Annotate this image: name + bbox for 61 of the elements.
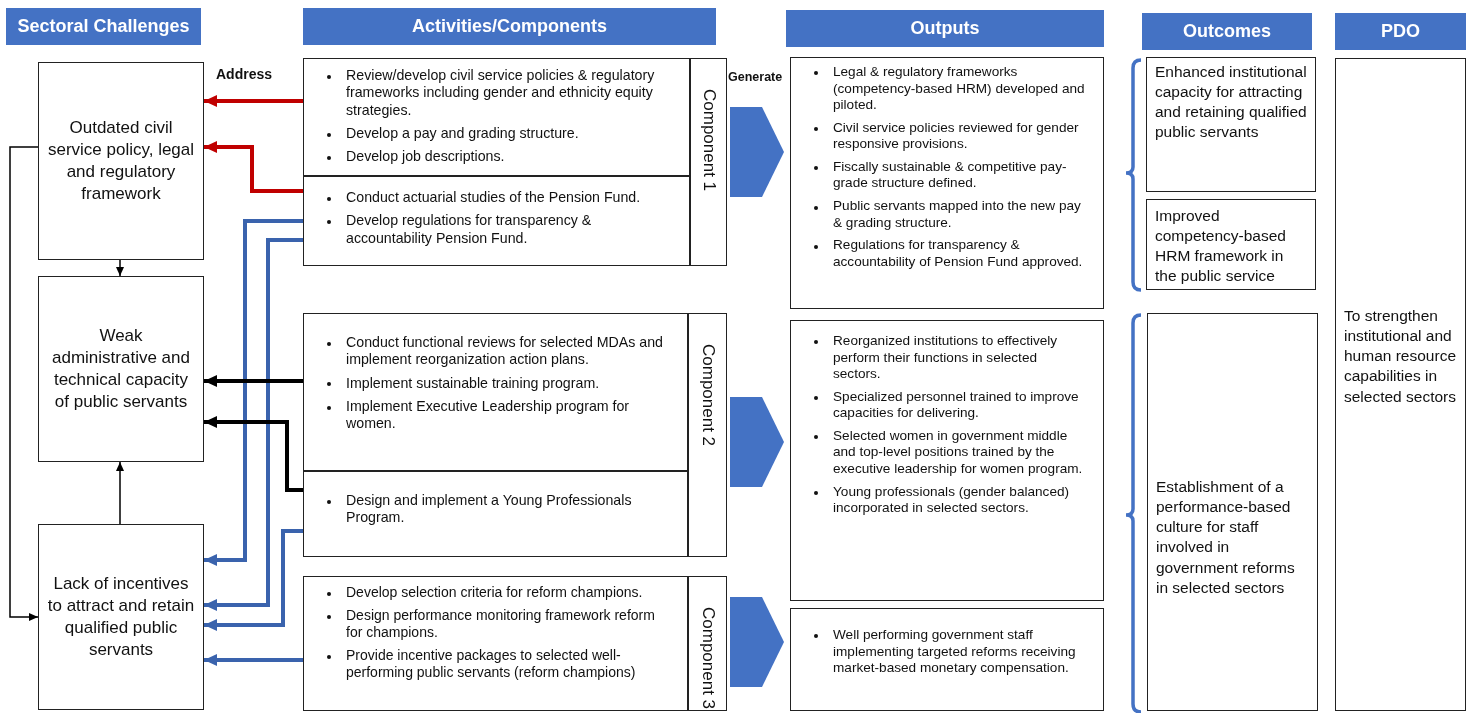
output-box xyxy=(790,608,1104,711)
arrow xyxy=(116,259,124,277)
bullet-item: Conduct functional reviews for selected MDAs and implement reorganization action plans. xyxy=(324,334,671,369)
bullet-item: Fiscally sustainable & competitive pay-grade structure defined. xyxy=(811,158,1087,193)
bullet-item: Design performance monitoring framework reform for champions. xyxy=(324,607,671,642)
block-arrow xyxy=(730,597,784,687)
arrow xyxy=(204,238,303,611)
output-box xyxy=(790,57,1104,309)
arrow xyxy=(204,529,303,631)
arrow xyxy=(204,141,303,193)
column-header: PDO xyxy=(1335,13,1466,50)
bullet-item: Implement sustainable training program. xyxy=(324,374,671,392)
arrow xyxy=(204,95,303,107)
bullet-item: Specialized personnel trained to improve capacities for delivering. xyxy=(811,388,1087,422)
component-label: Component 2 xyxy=(688,313,727,557)
component-label: Component 1 xyxy=(690,58,727,266)
flow-label: Address xyxy=(216,66,273,82)
bullet-item: Well performing government staff implementing targeted reforms receiving market-based monetary compensation. xyxy=(811,627,1087,677)
column-header: Sectoral Challenges xyxy=(6,8,201,45)
column-header: Outputs xyxy=(786,10,1104,47)
challenge-box: Outdated civil service policy, legal and regulatory framework xyxy=(38,62,204,260)
bullet-item: Regulations for transparency & accountability of Pension Fund approved. xyxy=(811,237,1087,271)
bullet-item: Review/develop civil service policies & regulatory frameworks including gender and ethnicity equity strategies. xyxy=(324,67,673,119)
bullet-item: Provide incentive packages to selected well-performing public servants (reform champions) xyxy=(324,647,671,682)
activity-box xyxy=(303,471,688,557)
bullet-item: Reorganized institutions to effectively perform their functions in selected sectors. xyxy=(811,333,1087,383)
output-box xyxy=(790,320,1104,601)
block-arrow xyxy=(730,397,784,487)
block-arrow xyxy=(730,107,784,197)
bullet-item: Develop regulations for transparency & accountability Pension Fund. xyxy=(324,212,673,247)
outcome-box: Enhanced institutional capacity for attracting and retaining qualified public servants xyxy=(1146,57,1316,192)
arrow xyxy=(204,375,303,387)
bullet-item: Legal & regulatory frameworks (competency-based HRM) developed and piloted. xyxy=(811,64,1087,114)
bullet-item: Young professionals (gender balanced) incorporated in selected sectors. xyxy=(811,483,1087,517)
challenge-box: Lack of incentives to attract and retain qualified public servants xyxy=(38,524,204,710)
bullet-item: Design and implement a Young Professionals Program. xyxy=(324,492,671,527)
outcome-box: Improved competency-based HRM framework in the public service xyxy=(1146,199,1316,290)
bullet-item: Selected women in government middle and top-level positions trained by the executive leadership for women program. xyxy=(811,427,1087,478)
bullet-item: Civil service policies reviewed for gender responsive provisions. xyxy=(811,119,1087,153)
outcome-box: Establishment of a performance-based culture for staff involved in government reforms in selected sectors xyxy=(1147,313,1318,711)
challenge-box: Weak administrative and technical capacity of public servants xyxy=(38,276,204,462)
bullet-item: Public servants mapped into the new pay & grading structure. xyxy=(811,198,1087,232)
bullet-item: Develop job descriptions. xyxy=(324,148,673,166)
arrow xyxy=(204,416,303,492)
activity-box xyxy=(303,58,690,176)
activity-box xyxy=(303,176,690,266)
column-header: Activities/Components xyxy=(303,8,716,45)
arrow xyxy=(204,219,303,566)
activity-box xyxy=(303,576,688,711)
column-header: Outcomes xyxy=(1142,13,1312,50)
bullet-item: Conduct actuarial studies of the Pension Fund. xyxy=(324,189,673,207)
arrow xyxy=(204,654,303,666)
bullet-item: Develop a pay and grading structure. xyxy=(324,124,673,143)
component-label: Component 3 xyxy=(688,576,727,711)
activity-box xyxy=(303,313,688,471)
arrow xyxy=(9,146,39,621)
bullet-item: Develop selection criteria for reform champions. xyxy=(324,584,671,602)
flow-label: Generate xyxy=(728,70,783,84)
arrow xyxy=(116,461,124,525)
objective-box: To strengthen institutional and human resource capabilities in selected sectors xyxy=(1335,58,1466,711)
bullet-item: Implement Executive Leadership program for women. xyxy=(324,397,671,433)
